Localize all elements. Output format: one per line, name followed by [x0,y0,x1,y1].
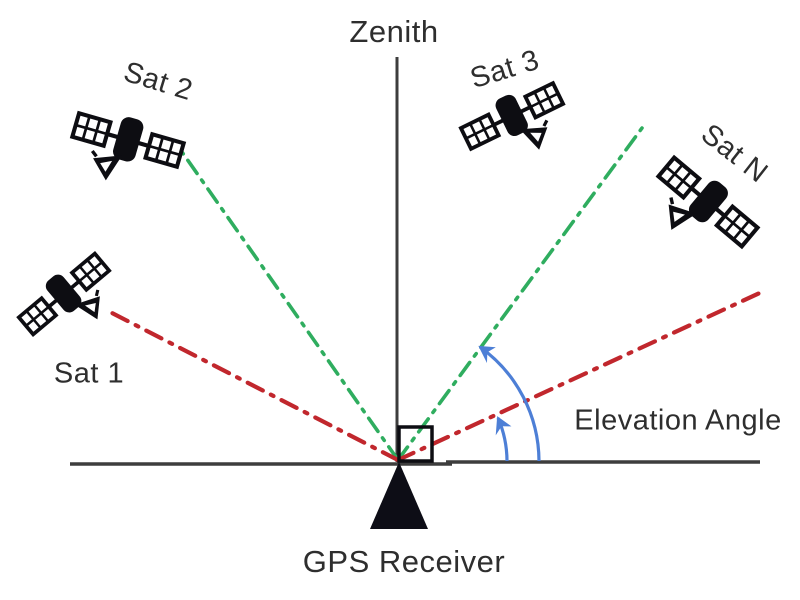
sightline-sat3 [396,126,644,462]
elevation-angle-arc-low [495,416,512,462]
right-angle-marker [397,425,434,463]
sightline-sat1 [109,310,401,463]
satellite-icon-sat1 [10,244,131,360]
elevation-angle-label: Elevation Angle [574,404,782,437]
sightline-sat2 [180,150,400,462]
zenith-label: Zenith [349,14,439,49]
gps-receiver-icon [370,462,428,529]
sightline-satn [395,288,767,463]
sat1-label: Sat 1 [53,357,125,390]
elevation-angle-arc-high [478,345,541,462]
gps-receiver-label: GPS Receiver [302,544,506,579]
satellite-icon-sat2 [63,103,186,198]
